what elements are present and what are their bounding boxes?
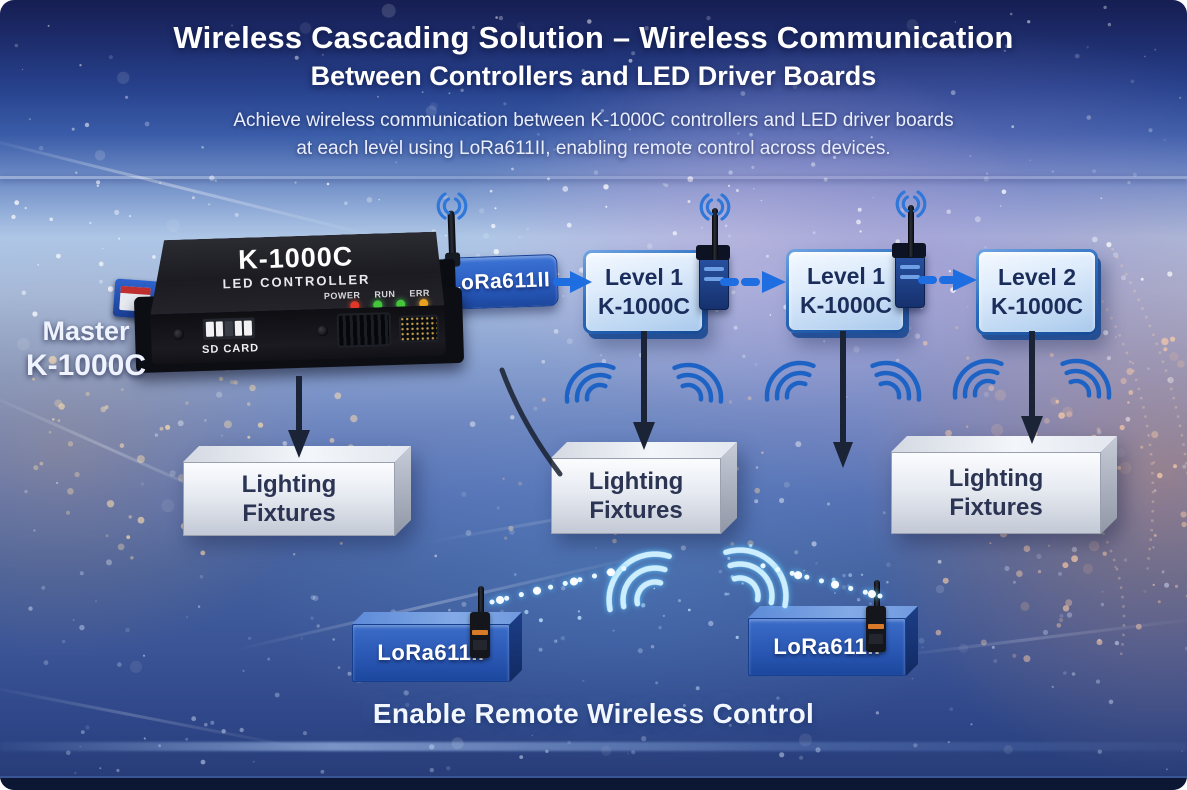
light-band xyxy=(0,742,1187,751)
aux-port xyxy=(398,314,440,343)
fixture-top-face xyxy=(891,436,1117,452)
controller-box-level1-b: Level 1 K-1000C xyxy=(786,249,906,333)
controller-box-level2: Level 2 K-1000C xyxy=(976,249,1098,335)
dashed-arrow-level1b-to-level2 xyxy=(918,269,977,291)
rj45-port xyxy=(336,312,392,348)
central-wireless-signal-icon xyxy=(595,539,679,620)
fixture-front-face: Lighting Fixtures xyxy=(183,462,395,536)
antenna-rod-icon xyxy=(874,580,880,626)
fixture-line2: Fixtures xyxy=(949,494,1043,521)
module-side-face xyxy=(906,606,918,676)
controller-box-level1-a: Level 1 K-1000C xyxy=(583,250,705,334)
fixture-top-face xyxy=(183,446,411,462)
down-arrow-level1b xyxy=(833,331,853,468)
led-label-err: ERR xyxy=(409,287,431,299)
light-streak xyxy=(881,615,1187,660)
subtitle-line2: at each level using LoRa611II, enabling … xyxy=(296,138,891,159)
header: Wireless Cascading Solution – Wireless C… xyxy=(0,0,1187,160)
master-controller-label: Master K-1000C xyxy=(8,316,164,383)
wifi-arcs-icon xyxy=(669,354,731,409)
antenna-rod-icon xyxy=(712,208,718,260)
fixture-front-face: Lighting Fixtures xyxy=(891,452,1101,534)
controller-line2: K-1000C xyxy=(597,293,691,319)
antenna-rod-icon xyxy=(908,205,914,257)
antenna-rod-icon xyxy=(478,586,484,632)
lora-module-label: LoRa611II xyxy=(773,634,881,659)
led-label-run: RUN xyxy=(374,288,396,300)
lora-module-label: LoRa611II xyxy=(447,268,551,295)
background-dotted-arc xyxy=(1110,247,1187,605)
fixture-line2: Fixtures xyxy=(242,500,336,527)
module-side-face xyxy=(510,612,522,682)
controller-line1: Level 2 xyxy=(998,264,1076,291)
master-label-line2: K-1000C xyxy=(25,349,147,382)
wifi-arcs-icon xyxy=(867,352,929,407)
antenna-relay-module xyxy=(696,245,730,310)
antenna-relay-module xyxy=(892,243,926,308)
fixture-front-face: Lighting Fixtures xyxy=(551,458,721,534)
wifi-arcs-icon xyxy=(1057,350,1119,405)
lora-module-bottom-left: LoRa611II xyxy=(352,586,522,682)
dashed-arrow-level1a-to-level1b xyxy=(720,271,786,293)
module-top-face xyxy=(748,606,918,618)
master-controller-device: K-1000C LED CONTROLLER POWER RUN ERR SD … xyxy=(112,231,465,374)
wireless-beam-right xyxy=(753,561,883,599)
module-top-face xyxy=(352,612,522,624)
lighting-fixture-box-3: Lighting Fixtures xyxy=(891,436,1117,534)
down-arrow-level1a-to-fixture2 xyxy=(633,331,655,450)
bottom-bar xyxy=(0,776,1187,790)
subtitle-line1: Achieve wireless communication between K… xyxy=(233,110,954,131)
antenna-connector xyxy=(866,606,886,652)
bottom-caption: Enable Remote Wireless Control xyxy=(372,698,815,729)
lora-module-bottom-right: LoRa611II xyxy=(748,580,918,676)
controller-line1: Level 1 xyxy=(605,264,683,291)
fixture-side-face xyxy=(395,446,411,536)
master-label-line1: Master xyxy=(42,316,130,346)
screw-icon xyxy=(172,328,185,340)
wireless-beam-left xyxy=(489,565,629,605)
controller-line2: K-1000C xyxy=(799,292,893,318)
dip-switch-block xyxy=(202,317,256,340)
controller-line2: K-1000C xyxy=(990,293,1084,319)
fixture-top-face xyxy=(551,442,737,458)
fixture-line1: Lighting xyxy=(241,470,337,498)
screw-icon xyxy=(316,325,329,337)
fixture-line1: Lighting xyxy=(588,467,684,495)
led-label-power: POWER xyxy=(323,290,361,302)
controller-line1: Level 1 xyxy=(807,263,885,290)
wifi-arcs-icon xyxy=(945,350,1007,405)
fixture-line2: Fixtures xyxy=(589,497,683,524)
central-wireless-signal-icon xyxy=(716,535,800,616)
device-front-face: SD CARD xyxy=(150,305,446,365)
fixture-line1: Lighting xyxy=(948,464,1044,492)
wifi-arcs-icon xyxy=(757,352,819,407)
antenna-connector xyxy=(470,612,490,658)
fixture-side-face xyxy=(1101,436,1117,534)
device-top-face: K-1000C LED CONTROLLER POWER RUN ERR xyxy=(148,231,444,314)
panel-edge-divider xyxy=(0,176,1187,179)
wifi-arcs-icon xyxy=(557,354,619,409)
lora-module-label: LoRa611II xyxy=(377,640,485,665)
sd-card-slot-label: SD CARD xyxy=(201,342,260,357)
down-arrow-level2-to-fixture3 xyxy=(1021,331,1043,444)
fixture-side-face xyxy=(721,442,737,534)
page-title-line1: Wireless Cascading Solution – Wireless C… xyxy=(173,20,1014,55)
page-title-line2: Between Controllers and LED Driver Board… xyxy=(310,61,877,91)
lighting-fixture-box-2: Lighting Fixtures xyxy=(551,442,737,534)
lighting-fixture-box-1: Lighting Fixtures xyxy=(183,446,411,536)
